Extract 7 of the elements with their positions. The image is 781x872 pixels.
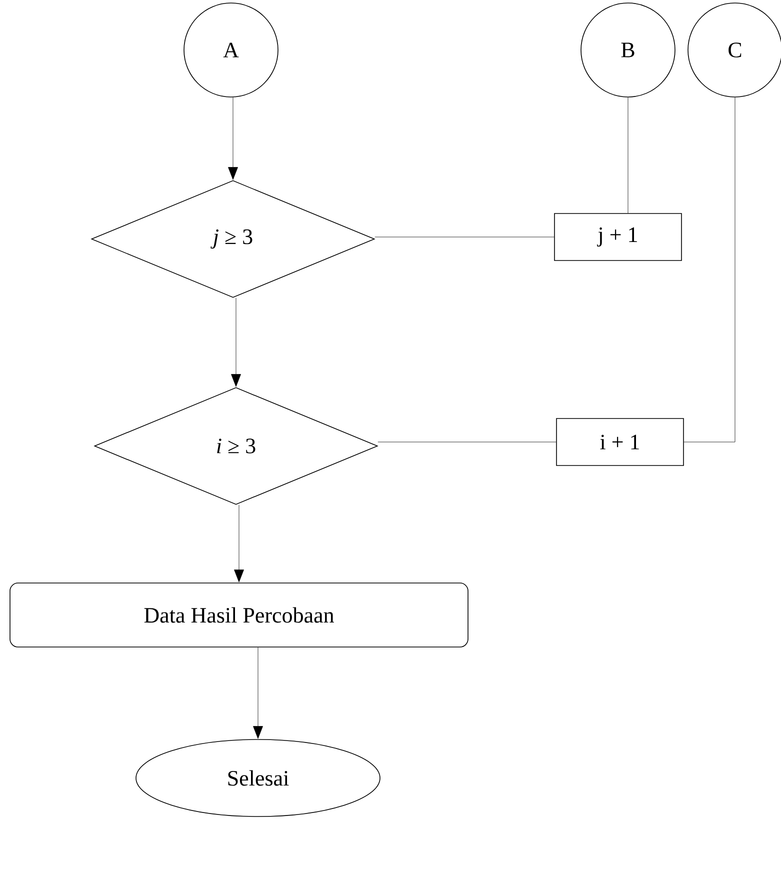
arrow [253,647,263,739]
arrow [234,504,244,582]
process-box: Data Hasil Percobaan [10,582,468,648]
process-box: i + 1 [556,418,684,466]
arrow [228,97,238,180]
process-box: j + 1 [554,213,682,261]
arrow [231,298,241,387]
